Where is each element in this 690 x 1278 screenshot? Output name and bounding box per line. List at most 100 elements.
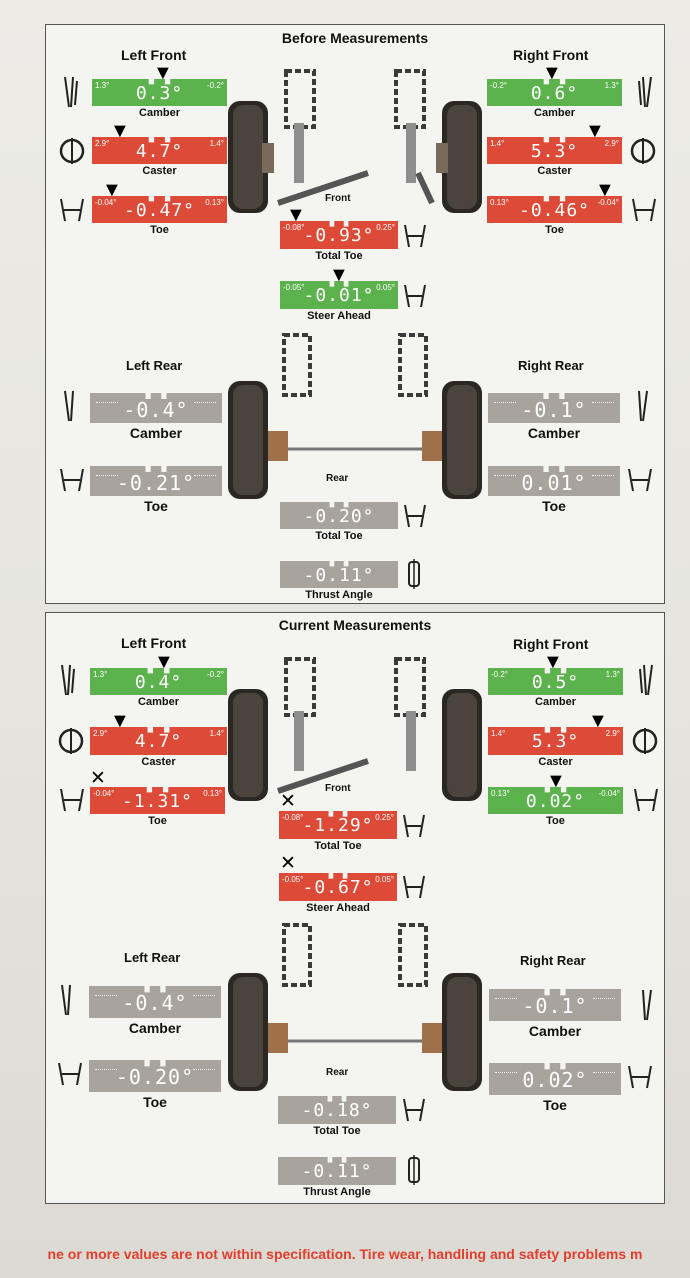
current-lf-toe-gauge: -0.04° 0.13° -1.31° Toe ✕	[90, 769, 225, 827]
current-lf-camber-gauge: 1.3° -0.2° 0.4° Camber ▼	[90, 652, 227, 708]
gauge-max: 1.4°	[209, 729, 224, 738]
gauge-label: Toe	[546, 815, 565, 827]
before-rf-caster-gauge: 1.4° 2.9° 5.3° Caster ▼	[487, 121, 622, 177]
gauge-label: Camber	[128, 1020, 182, 1036]
front-section-label: Front	[325, 193, 351, 204]
gauge-value: 0.6°	[530, 83, 579, 104]
arrow-down-icon: ▼	[154, 651, 174, 673]
caster-icon	[630, 138, 656, 164]
gauge-min: -0.08°	[282, 813, 304, 822]
toe-icon	[60, 788, 84, 812]
gauge-value: -0.93°	[303, 225, 375, 246]
dotted-line	[593, 998, 615, 999]
gauge-min: -0.05°	[283, 283, 305, 292]
current-thrust-angle-gauge: -0.11° Thrust Angle	[278, 1157, 396, 1198]
toe-icon	[628, 468, 652, 492]
gauge-max: 0.13°	[203, 789, 222, 798]
arrow-down-icon: ▼	[110, 120, 130, 142]
arrow-down-icon: ▼	[153, 62, 173, 84]
gauge-bar	[92, 79, 227, 106]
gauge-max: 2.9°	[605, 729, 620, 738]
toe-icon	[632, 198, 656, 222]
gauge-label: Camber	[129, 425, 183, 441]
before-steer-ahead-gauge: -0.05° 0.05° -0.01° Steer Ahead ▼	[280, 265, 398, 322]
gauge-max: 0.25°	[375, 813, 394, 822]
gauge-label: Toe	[143, 1094, 167, 1110]
dotted-line	[494, 475, 516, 476]
before-thrust-angle-gauge: -0.11° Thrust Angle	[280, 561, 398, 601]
gauge-label: Steer Ahead	[306, 902, 370, 914]
gauge-value: -0.4°	[122, 991, 188, 1015]
gauge-min: 1.4°	[491, 729, 506, 738]
gauge-bar	[280, 561, 398, 588]
gauge-max: -0.04°	[597, 198, 619, 207]
gauge-bar	[90, 393, 222, 423]
arrow-down-icon: ▼	[542, 62, 562, 84]
gauge-value: -1.29°	[302, 815, 374, 836]
dotted-line	[495, 998, 517, 999]
gauge-min: -0.2°	[491, 670, 508, 679]
gauge-value: -0.20°	[115, 1065, 195, 1089]
gauge-label: Steer Ahead	[307, 310, 371, 322]
gauge-bar	[487, 196, 622, 223]
dotted-line	[592, 402, 614, 403]
gauge-bar	[89, 1060, 221, 1092]
dotted-line	[592, 475, 614, 476]
front-suspension-image	[228, 69, 482, 213]
gauge-value: -0.11°	[303, 565, 375, 586]
gauge-min: -0.04°	[95, 198, 117, 207]
left-front-strut-image	[228, 69, 369, 213]
arrow-down-icon: ▼	[595, 179, 615, 201]
gauge-label: Toe	[542, 498, 566, 514]
gauge-value: 0.02°	[522, 1068, 588, 1092]
current-lr-camber-gauge: -0.4° Camber	[89, 986, 221, 1036]
gauge-value: 5.3°	[530, 141, 579, 162]
gauge-bar	[487, 79, 622, 106]
toe-icon	[404, 504, 426, 528]
gauge-bar	[92, 196, 227, 223]
caster-icon	[58, 728, 84, 754]
left-front-title: Left Front	[121, 47, 187, 63]
gauge-value: -0.67°	[302, 877, 374, 898]
toe-icon	[634, 788, 658, 812]
dotted-line	[95, 1069, 117, 1070]
rear-section-label: Rear	[326, 473, 349, 484]
arrow-down-icon: ▼	[110, 710, 130, 732]
thrust-angle-icon	[408, 1155, 420, 1185]
gauge-bar	[488, 668, 623, 695]
toe-icon	[403, 1098, 425, 1122]
gauge-value: -0.11°	[301, 1161, 373, 1182]
gauge-label: Toe	[545, 224, 564, 236]
rear-suspension-image	[228, 923, 482, 1091]
gauge-label: Caster	[141, 756, 176, 768]
dotted-line	[193, 1069, 215, 1070]
panel-title: Current Measurements	[278, 617, 432, 633]
gauge-min: -0.08°	[283, 223, 305, 232]
gauge-bar	[90, 668, 227, 695]
gauge-min: -0.2°	[490, 81, 507, 90]
gauge-label: Camber	[528, 1023, 582, 1039]
current-lr-toe-gauge: -0.20° Toe	[89, 1060, 221, 1110]
dotted-line	[495, 1072, 517, 1073]
gauge-label: Toe	[144, 498, 168, 514]
gauge-value: -0.4°	[123, 398, 189, 422]
steering-icon	[404, 284, 426, 308]
left-rear-title: Left Rear	[124, 950, 181, 965]
arrow-down-icon: ▼	[546, 770, 566, 792]
current-lf-caster-gauge: 2.9° 1.4° 4.7° Caster ▼	[90, 711, 227, 768]
gauge-bar	[89, 986, 221, 1018]
current-rr-toe-gauge: 0.02° Toe	[489, 1063, 621, 1113]
right-rear-title: Right Rear	[518, 358, 584, 373]
gauge-bar	[279, 873, 397, 901]
gauge-max: 1.3°	[605, 670, 620, 679]
toe-icon	[403, 814, 425, 838]
toe-icon	[404, 224, 426, 248]
before-lf-toe-gauge: -0.04° 0.13° -0.47° Toe ▼	[92, 180, 227, 236]
gauge-label: Camber	[139, 107, 180, 119]
gauge-value: -0.46°	[518, 200, 591, 221]
camber-icon	[64, 76, 78, 108]
panel-title: Before Measurements	[281, 30, 429, 46]
current-rf-toe-gauge: 0.13° -0.04° 0.02° Toe ▼	[488, 771, 623, 827]
gauge-max: 0.25°	[376, 223, 395, 232]
gauge-value: -0.21°	[116, 471, 196, 495]
